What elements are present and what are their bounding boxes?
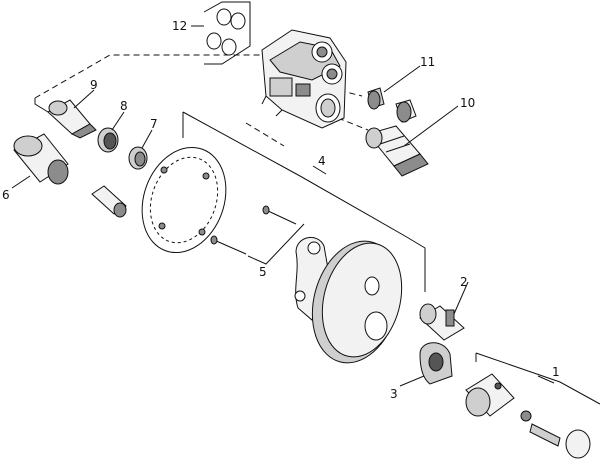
label-part-2: 2 (460, 275, 468, 289)
label-part-9: 9 (90, 78, 98, 92)
label-part-11: 11 (420, 55, 435, 69)
plate-hole (160, 166, 168, 174)
bracket-hole-2 (294, 290, 306, 302)
part-10-cartridge (365, 125, 429, 177)
part-1-knob-set (465, 373, 591, 459)
bracket-1 (475, 352, 600, 405)
part-11-cap-face (396, 101, 412, 123)
part-9-top (48, 100, 68, 116)
part-9-diverter (47, 99, 97, 139)
part-9-stem (70, 123, 97, 139)
leader-10 (403, 105, 459, 147)
valve-body-pin (261, 95, 267, 105)
o-ring-icon (230, 12, 246, 30)
part-5-screws (210, 205, 305, 265)
part-2-face (419, 303, 437, 325)
bracket-9-left (34, 98, 49, 113)
screw-shaft-2 (213, 239, 247, 255)
rosette-hole-small (364, 276, 380, 296)
part-2-peg (445, 309, 455, 327)
label-part-8: 8 (120, 99, 128, 113)
label-part-5: 5 (259, 265, 267, 279)
knob-screw (529, 423, 561, 447)
leader-7 (141, 129, 153, 149)
label-part-4: 4 (318, 154, 326, 168)
handle-top (13, 135, 43, 157)
screw-shaft (265, 209, 297, 225)
o-ring-icon (216, 8, 232, 26)
mounting-plate (141, 146, 227, 254)
extension-pin-end (113, 202, 127, 218)
label-part-10: 10 (460, 96, 475, 110)
cartridge-ridge (379, 135, 405, 145)
bracket-4 (182, 111, 426, 292)
part-7-bushing (128, 146, 148, 170)
rosette-hole-large (364, 311, 388, 341)
valve-port-bottom-inner (320, 98, 336, 118)
o-ring-icon (221, 38, 237, 56)
part-6-handle (13, 133, 69, 185)
part-11-cartridge-small (367, 87, 417, 123)
leader-3 (399, 375, 425, 387)
handle-end (47, 159, 69, 185)
valve-port-side-inner (326, 68, 338, 80)
leader-5 (247, 223, 305, 265)
label-part-1: 1 (552, 365, 560, 379)
part-4-rosette (311, 240, 403, 364)
cartridge-top (365, 127, 383, 149)
knob-face (465, 387, 491, 417)
part-3-inner (428, 352, 444, 372)
label-part-12: 12 (172, 19, 187, 33)
leader-11 (383, 65, 421, 93)
label-part-3: 3 (390, 387, 398, 401)
dashed-guide-mid (245, 122, 285, 147)
leader-lines (11, 65, 459, 189)
extension-pin (91, 185, 127, 218)
leader-6 (11, 175, 31, 189)
label-part-7: 7 (150, 117, 158, 131)
screw-head-icon (210, 235, 218, 245)
dashed-guide-cartridge (337, 117, 369, 131)
o-ring-icon (206, 32, 222, 50)
knob-washer (520, 410, 532, 422)
valve-body-pin-2 (275, 109, 283, 117)
part-2-bushing (419, 281, 469, 341)
part-3-clip (399, 342, 453, 387)
bracket-12 (203, 1, 251, 65)
guide-lines (34, 1, 600, 405)
leader-8 (111, 111, 125, 131)
part-11-nut (367, 90, 381, 110)
valve-port-top-inner (316, 46, 328, 58)
leader-2 (453, 281, 469, 315)
part-labels: 1 2 3 4 5 6 7 8 9 10 11 12 (2, 19, 560, 401)
valve-body-block-2 (295, 83, 311, 97)
dashed-guide-top (34, 54, 262, 99)
plate-hole (158, 222, 166, 230)
part-8-inner (103, 132, 117, 150)
screw-head-icon (262, 205, 270, 215)
cartridge-thread (393, 153, 429, 177)
valve-body (261, 29, 347, 129)
bracket-hole (307, 241, 321, 255)
part-7-inner (134, 151, 146, 167)
rosette-bracket (294, 237, 331, 321)
knob-pin (494, 382, 502, 390)
leader-1 (537, 375, 555, 384)
knob-cap (565, 429, 591, 459)
leader-4 (312, 165, 327, 175)
part-8-nut (97, 127, 119, 153)
valve-body-block (269, 77, 293, 97)
cartridge-ridge-2 (385, 143, 411, 153)
plate-hole (198, 228, 206, 236)
label-part-6: 6 (2, 188, 10, 202)
part-12-o-rings (206, 8, 246, 56)
plate-hole (202, 172, 210, 180)
mounting-plate-inner (149, 156, 219, 244)
leader-9 (73, 89, 95, 109)
